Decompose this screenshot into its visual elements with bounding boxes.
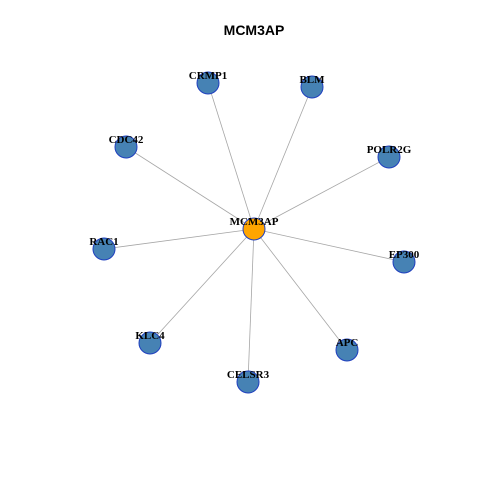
node-polr2g — [377, 145, 401, 169]
node-crmp1 — [196, 71, 220, 95]
node-label-cdc42: CDC42 — [109, 134, 144, 146]
node-label-polr2g: POLR2G — [367, 144, 412, 156]
edge-mcm3ap-apc — [253, 228, 348, 351]
edge-mcm3ap-blm — [253, 86, 313, 230]
node-blm — [300, 75, 324, 99]
node-label-apc: APC — [336, 337, 359, 349]
node-center-mcm3ap — [242, 217, 266, 241]
node-ep300 — [392, 250, 416, 274]
edge-mcm3ap-ep300 — [253, 228, 405, 263]
edge-mcm3ap-crmp1 — [207, 82, 255, 230]
node-label-klc4: KLC4 — [135, 330, 165, 342]
edge-mcm3ap-polr2g — [253, 156, 390, 230]
node-label-crmp1: CRMP1 — [189, 70, 228, 82]
edge-mcm3ap-cdc42 — [125, 146, 255, 230]
node-layer — [92, 71, 416, 394]
edge-layer — [103, 82, 405, 383]
node-label-blm: BLM — [299, 74, 325, 86]
node-label-ep300: EP300 — [389, 249, 420, 261]
edge-mcm3ap-klc4 — [149, 228, 255, 344]
node-apc — [335, 338, 359, 362]
node-klc4 — [138, 331, 162, 355]
diagram-title: MCM3AP — [224, 22, 285, 38]
edge-mcm3ap-celsr3 — [247, 228, 255, 383]
node-rac1 — [92, 237, 116, 261]
node-celsr3 — [236, 370, 260, 394]
node-label-center-mcm3ap: MCM3AP — [230, 216, 279, 228]
node-label-rac1: RAC1 — [89, 236, 118, 248]
node-cdc42 — [114, 135, 138, 159]
edge-mcm3ap-rac1 — [103, 228, 255, 250]
node-label-celsr3: CELSR3 — [227, 369, 270, 381]
